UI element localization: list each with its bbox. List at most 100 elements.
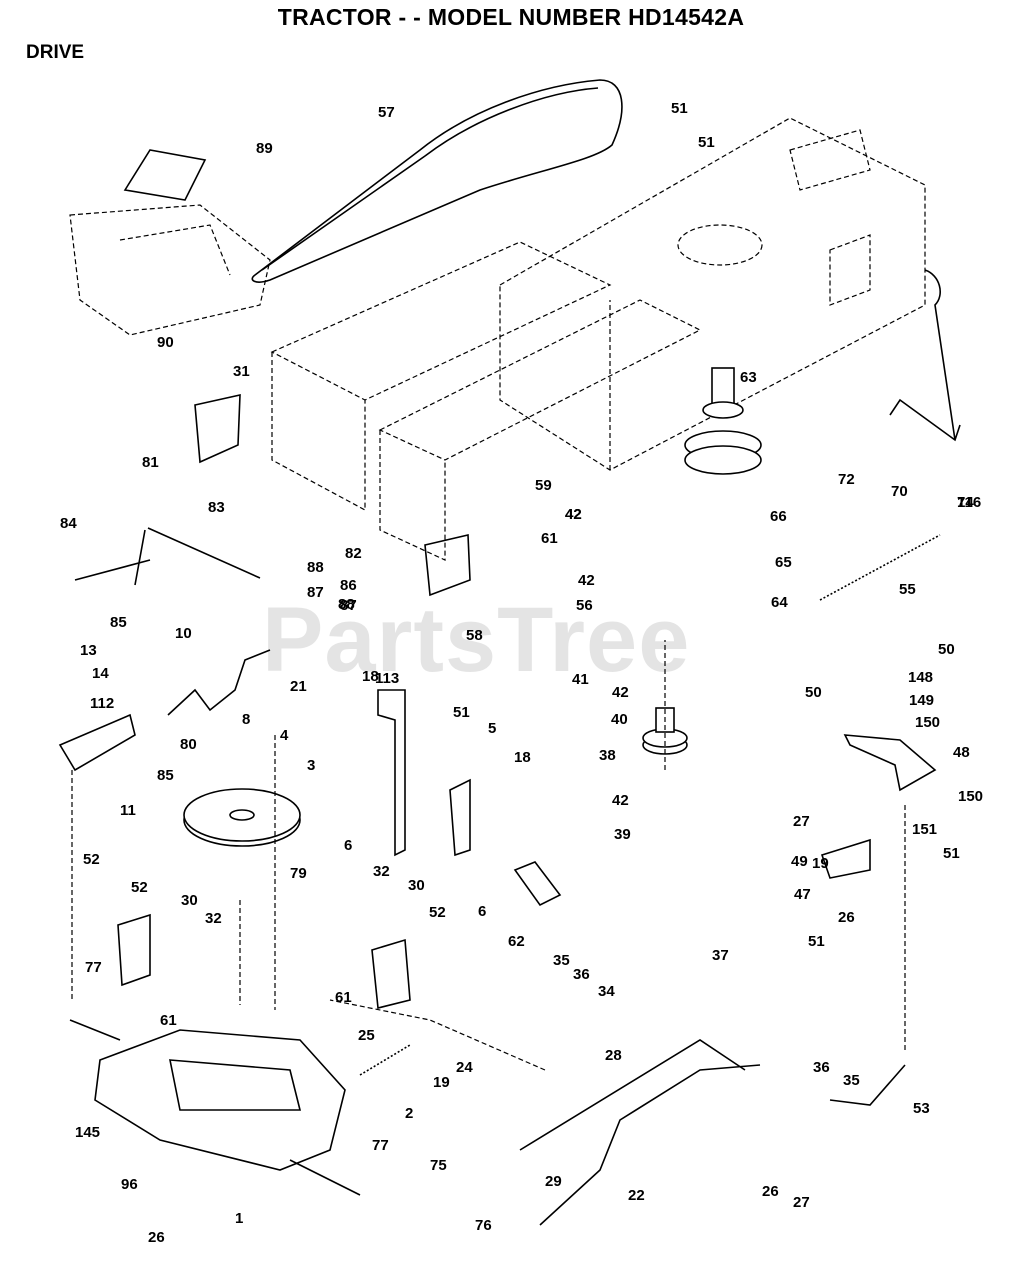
callout-148: 148 (908, 669, 933, 686)
cover-plate (123, 149, 207, 201)
callout-51: 51 (698, 134, 715, 151)
callout-35: 35 (553, 952, 570, 969)
drive-belt (251, 79, 623, 283)
callout-41: 41 (572, 671, 589, 688)
callout-70: 70 (891, 483, 908, 500)
callout-42: 42 (578, 572, 595, 589)
callout-14: 14 (92, 665, 109, 682)
callout-42: 42 (565, 506, 582, 523)
callout-51: 51 (808, 933, 825, 950)
spacer-62 (513, 861, 562, 907)
callout-47: 47 (794, 886, 811, 903)
callout-64: 64 (771, 594, 788, 611)
callout-49: 49 (791, 853, 808, 870)
callout-25: 25 (358, 1027, 375, 1044)
callout-96: 96 (121, 1176, 138, 1193)
callout-6: 6 (344, 837, 352, 854)
bracket-30-left (117, 913, 151, 987)
callout-26: 26 (148, 1229, 165, 1246)
callout-24: 24 (456, 1059, 473, 1076)
callout-84: 84 (60, 515, 77, 532)
callout-77: 77 (372, 1137, 389, 1154)
callout-65: 65 (775, 554, 792, 571)
callout-26: 26 (762, 1183, 779, 1200)
callout-18: 18 (514, 749, 531, 766)
callout-1: 1 (235, 1210, 243, 1227)
callout-59: 59 (535, 477, 552, 494)
bracket-49 (820, 838, 871, 879)
callout-28: 28 (605, 1047, 622, 1064)
callout-50: 50 (938, 641, 955, 658)
callout-27: 27 (793, 1194, 810, 1211)
pulley-3 (183, 788, 301, 847)
callout-87: 87 (307, 584, 324, 601)
bracket-30-right (371, 938, 411, 1009)
section-label: DRIVE (26, 42, 85, 63)
callout-74: 74 (957, 494, 974, 511)
tractor-frame (270, 117, 926, 561)
callout-51: 51 (943, 845, 960, 862)
callout-6: 6 (478, 903, 486, 920)
callout-22: 22 (628, 1187, 645, 1204)
transaxle (69, 1019, 361, 1196)
callout-150: 150 (958, 788, 983, 805)
callout-27: 27 (793, 813, 810, 830)
callout-79: 79 (290, 865, 307, 882)
rod-70 (889, 269, 961, 442)
callout-3: 3 (307, 757, 315, 774)
callout-81: 81 (142, 454, 159, 471)
callout-145: 145 (75, 1124, 100, 1141)
bracket-48 (843, 734, 937, 792)
callout-30: 30 (408, 877, 425, 894)
callout-8: 8 (242, 711, 250, 728)
callout-51: 51 (671, 100, 688, 117)
bracket-58 (424, 534, 471, 597)
bracket-113 (377, 689, 406, 857)
rod-22 (539, 1064, 761, 1226)
callout-29: 29 (545, 1173, 562, 1190)
callout-39: 39 (614, 826, 631, 843)
callout-10: 10 (175, 625, 192, 642)
callout-52: 52 (83, 851, 100, 868)
callout-63: 63 (740, 369, 757, 386)
callout-36: 36 (573, 966, 590, 983)
callout-72: 72 (838, 471, 855, 488)
callout-38: 38 (599, 747, 616, 764)
callout-11: 11 (120, 802, 136, 819)
callout-116: 116 (957, 494, 981, 511)
callout-77: 77 (85, 959, 102, 976)
callout-4: 4 (280, 727, 289, 744)
callout-61: 61 (160, 1012, 177, 1029)
callout-18: 18 (362, 668, 379, 685)
callout-42: 42 (565, 506, 582, 523)
callout-66: 66 (770, 508, 787, 525)
callout-48: 48 (953, 744, 970, 761)
callout-61: 61 (541, 530, 558, 547)
callout-55: 55 (899, 581, 916, 598)
callout-58: 58 (466, 627, 483, 644)
callout-87: 87 (340, 597, 357, 614)
callout-37: 37 (712, 947, 729, 964)
callout-83: 83 (208, 499, 225, 516)
rod-28 (519, 1039, 746, 1151)
shaft-81 (74, 527, 261, 586)
callout-35: 35 (843, 1072, 860, 1089)
callout-21: 21 (290, 678, 307, 695)
callout-86: 86 (340, 577, 357, 594)
pulley-63 (684, 367, 762, 475)
callout-88: 88 (307, 559, 324, 576)
callout-52: 52 (131, 879, 148, 896)
callout-2: 2 (405, 1105, 413, 1122)
front-bracket (69, 204, 271, 336)
callout-53: 53 (913, 1100, 930, 1117)
watermark: PartsTree (262, 589, 691, 691)
callout-34: 34 (598, 983, 615, 1000)
callout-32: 32 (373, 863, 390, 880)
callout-52: 52 (429, 904, 446, 921)
callout-19: 19 (433, 1074, 450, 1091)
page-title: TRACTOR - - MODEL NUMBER HD14542A (277, 4, 745, 30)
callout-149: 149 (909, 692, 934, 709)
